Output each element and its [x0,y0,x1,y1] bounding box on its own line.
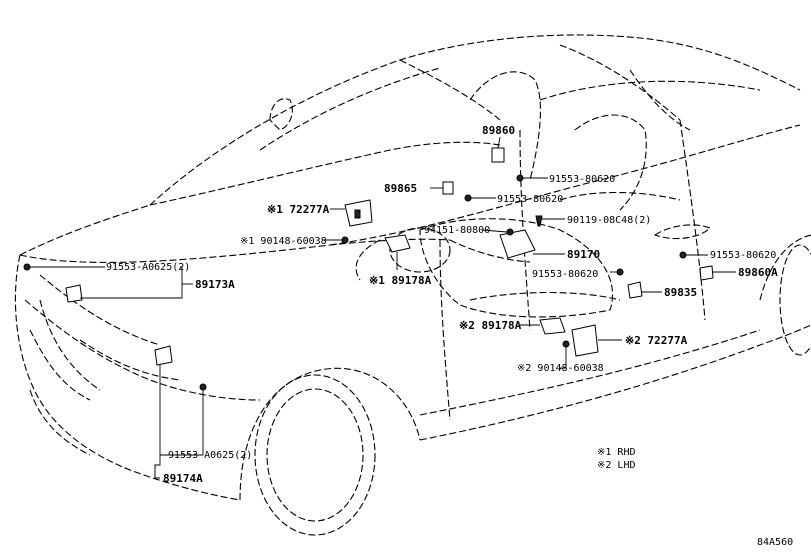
label-91553-a0625-b: 91553-A0625(2) [168,450,252,461]
label-89173a: 89173A [195,278,235,291]
legend-rhd: ※1 RHD [597,447,635,458]
sensor-89178a-part [384,234,411,253]
label-89860: 89860 [482,124,515,137]
cover-72277a-rhd-part [571,324,599,357]
label-91553-80620-c: 91553-80620 [532,269,598,280]
bolt-part [464,194,472,202]
label-90119-08c48: 90119-08C48(2) [567,215,651,226]
label-89174a: 89174A [163,472,203,485]
legend: ※1 RHD ※2 LHD [597,447,635,471]
label-89178a-lhd: ※2 89178A [459,319,522,332]
label-72277a-lhd: ※2 72277A [625,334,688,347]
leader-lines [30,136,736,479]
sensor-89860a-part [699,265,714,281]
label-91553-80620-d: 91553-80620 [710,250,776,261]
label-89865: 89865 [384,182,417,195]
sensor-89860-part [491,147,505,163]
label-90148-60038-lhd: ※2 90148-60038 [517,363,604,374]
label-94151-80800: 94151-80800 [424,225,490,236]
label-89860a: 89860A [738,266,778,279]
legend-lhd: ※2 LHD [597,460,635,471]
sensor-89835-part [627,281,643,299]
sensor-89178a-rhd-part [539,317,566,335]
label-91553-80620-b: 91553-80620 [497,194,563,205]
front-sensor-89174a-part [154,345,173,366]
label-89178a-rhd: ※1 89178A [369,274,432,287]
sensor-89865-part [442,181,454,195]
bolt-part [516,174,524,182]
label-91553-80620-a: 91553-80620 [549,174,615,185]
label-91553-a0625-a: 91553-A0625(2) [106,262,190,273]
airbag-ecu-89170-part [499,229,536,259]
front-sensor-89173a-part [65,284,83,303]
label-89835: 89835 [664,286,697,299]
label-72277a-rhd: ※1 72277A [267,203,330,216]
parts [23,147,714,391]
figure-id: 84A560 [757,537,793,548]
label-89170: 89170 [567,248,600,261]
part-labels: 89860 89865 91553-80620 91553-80620 9011… [106,124,778,485]
label-90148-60038-rhd: ※1 90148-60038 [240,236,327,247]
